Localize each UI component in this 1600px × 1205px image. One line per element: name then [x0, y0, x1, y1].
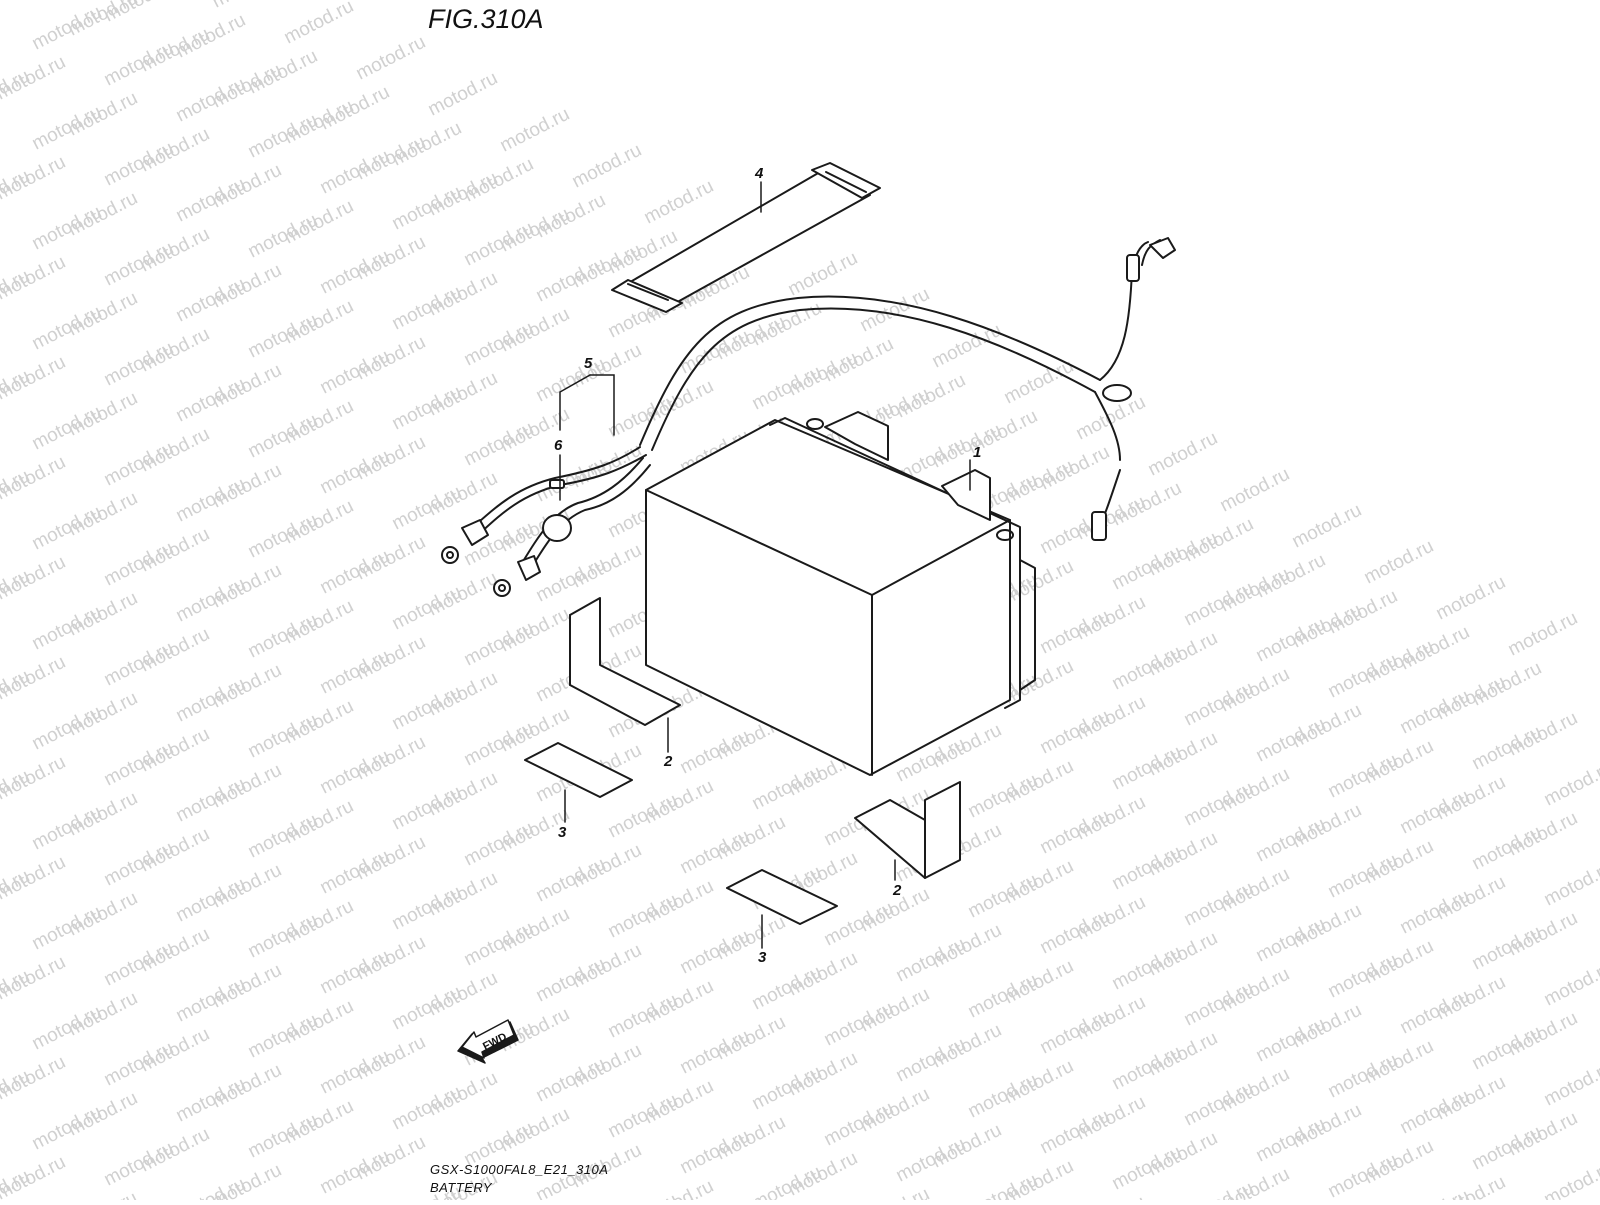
watermark-text: motod.ru [1217, 464, 1293, 517]
watermark-text: motod.ru [353, 32, 429, 85]
battery-cable[interactable] [639, 237, 1176, 541]
watermark-text: motod.ru [0, 0, 69, 4]
callout-3b: 3 [758, 949, 767, 966]
watermark-text: motod.ru [173, 1174, 249, 1200]
callout-1: 1 [973, 444, 981, 461]
watermark-text: motod.ru [1289, 500, 1365, 553]
watermark-text: motod.ru [1505, 608, 1581, 661]
watermark-text: motod.ru [65, 1188, 141, 1200]
forward-arrow-icon: FWD [457, 1019, 519, 1064]
figure-name: BATTERY [430, 1180, 493, 1195]
pad-right[interactable] [726, 869, 838, 925]
figure-code: GSX-S1000FAL8_E21_310A [430, 1162, 609, 1177]
watermark-text: motod.ru [1541, 958, 1600, 1011]
watermark-text: motod.ru [749, 1162, 825, 1200]
watermark-text: motod.ru [1145, 428, 1221, 481]
watermark-text: motod.ru [569, 140, 645, 193]
watermark-text: motod.ru [785, 248, 861, 301]
watermark-text: motod.ru [1541, 858, 1600, 911]
watermark-text: motod.ru [1541, 1058, 1600, 1111]
battery-strap[interactable] [611, 162, 881, 313]
watermark-text: motod.ru [425, 68, 501, 121]
watermark-text: motod.ru [605, 1190, 681, 1200]
callout-5: 5 [584, 355, 593, 372]
leader-lines [559, 181, 971, 949]
watermark-text: motod.ru [641, 1176, 717, 1200]
watermark-text: motod.ru [1361, 536, 1437, 589]
watermark-text: motod.ru [641, 176, 717, 229]
figure-title: FIG.310A [428, 4, 544, 34]
callout-6: 6 [554, 437, 563, 454]
callout-2a: 2 [663, 753, 673, 770]
watermark-text: motod.ru [209, 0, 285, 12]
battery[interactable] [645, 411, 1036, 776]
terminal-leads[interactable] [441, 446, 651, 597]
callout-2b: 2 [892, 882, 902, 899]
watermark-text: motod.ru [281, 0, 357, 48]
callout-labels: 1 2 2 3 3 4 5 6 [554, 165, 981, 966]
watermark-text: motod.ru [929, 320, 1005, 373]
watermark-text: motod.ru [1541, 758, 1600, 811]
pad-left[interactable] [524, 742, 633, 798]
watermark-text: motod.ru [497, 104, 573, 157]
callout-4: 4 [754, 165, 764, 182]
spacer-plate-left[interactable] [569, 597, 681, 726]
watermark-text: motod.ru [857, 1184, 933, 1200]
watermark-text: motod.ru [1397, 1186, 1473, 1200]
watermark-text: motod.ru [1181, 1178, 1257, 1200]
callout-3a: 3 [558, 824, 567, 841]
watermark-text: motod.ru [1433, 572, 1509, 625]
spacer-plate-right[interactable] [854, 781, 961, 879]
watermark-text: motod.ru [1073, 1192, 1149, 1200]
watermark-text: motod.ru [1541, 1158, 1600, 1200]
